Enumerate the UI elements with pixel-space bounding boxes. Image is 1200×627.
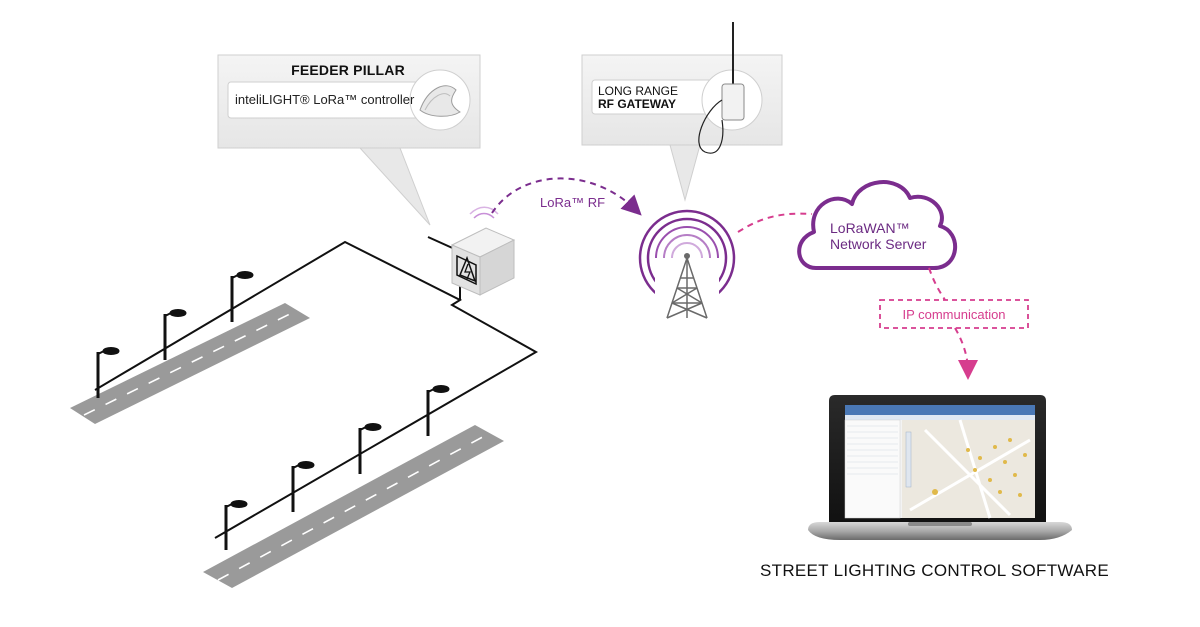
lamp-post-icon [224,500,248,550]
tower-cloud-link [737,212,813,233]
lora-rf-label: LoRa™ RF [540,195,606,210]
lamp-post-icon [163,309,187,360]
lamp-post-icon [291,461,315,512]
lamp-post-icon [230,271,254,322]
feeder-pillar-title: FEEDER PILLAR [291,62,405,78]
gateway-device-icon [698,22,763,154]
software-caption: STREET LIGHTING CONTROL SOFTWARE [760,561,1109,580]
lamp-post-icon [426,385,450,436]
gateway-label-line2: RF GATEWAY [598,97,677,111]
cloud-icon [797,180,957,270]
gateway-label-line1: LONG RANGE [598,84,679,98]
gateway-callout [581,22,783,202]
cloud-label-line1: LoRaWAN™ [830,220,910,236]
lamp-post-icon [96,347,120,398]
antenna-tower-icon [638,209,736,319]
ip-link [879,267,1029,380]
lamp-posts [96,271,450,550]
feeder-pillar-callout [217,54,481,226]
ip-communication-label: IP communication [902,307,1006,322]
lamp-post-icon [358,423,382,474]
controller-device-icon [409,69,471,131]
cloud-label-line2: Network Server [830,236,927,252]
controller-label: inteliLIGHT® LoRa™ controller [235,92,415,107]
electric-cabinet-icon [450,206,516,296]
laptop-icon [808,395,1072,540]
roads [70,303,504,588]
